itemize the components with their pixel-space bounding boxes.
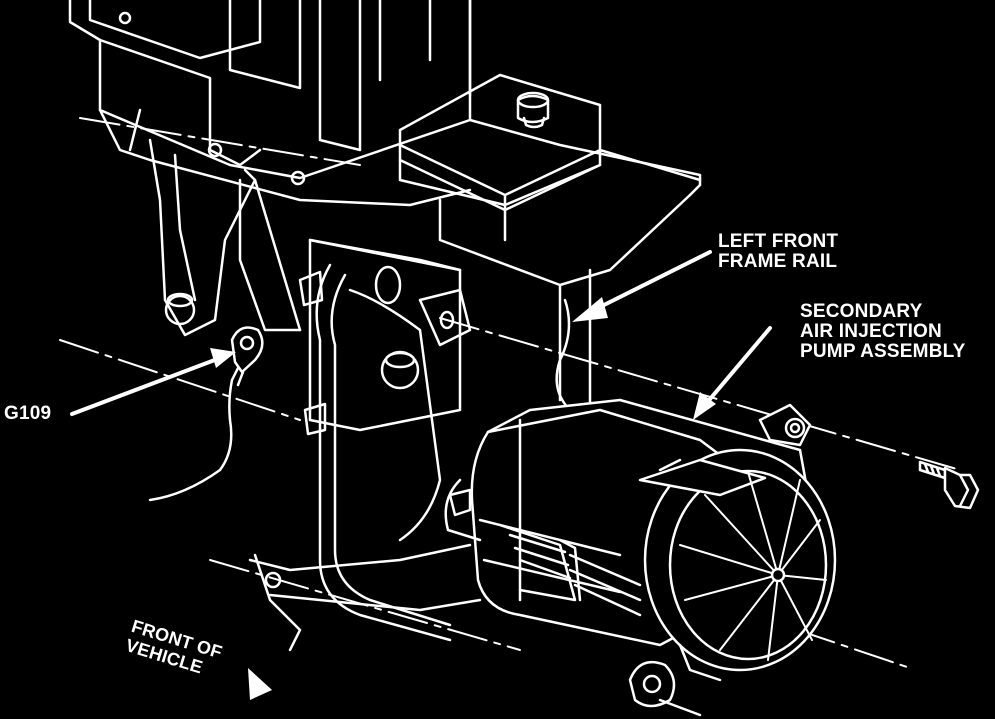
ground-wire xyxy=(148,326,264,502)
upper-bracket xyxy=(398,73,702,242)
upper-assembly xyxy=(68,0,472,207)
pump-ears xyxy=(628,403,812,717)
lower-strap xyxy=(248,543,482,652)
left-bracket xyxy=(148,138,302,337)
fan-spokes xyxy=(679,471,827,661)
arrowheads xyxy=(210,297,716,700)
frame-rail xyxy=(438,183,702,432)
pump-label-line-2: AIR INJECTION xyxy=(800,321,942,342)
fan-housing xyxy=(638,448,837,682)
pump-label-line-1: SECONDARY xyxy=(800,301,923,322)
pump-label-line-3: PUMP ASSEMBLY xyxy=(800,341,966,362)
bolt xyxy=(918,460,980,510)
leader-arrows xyxy=(70,250,772,416)
frame-rail-label-line-1: LEFT FRONT xyxy=(718,231,839,252)
pump-label: SECONDARY AIR INJECTION PUMP ASSEMBLY xyxy=(800,302,966,362)
ground-label: G109 xyxy=(4,403,52,424)
frame-rail-label-line-2: FRAME RAIL xyxy=(718,251,838,272)
mounting-bracket xyxy=(298,238,472,642)
frame-rail-label: LEFT FRONT FRAME RAIL xyxy=(718,232,838,272)
